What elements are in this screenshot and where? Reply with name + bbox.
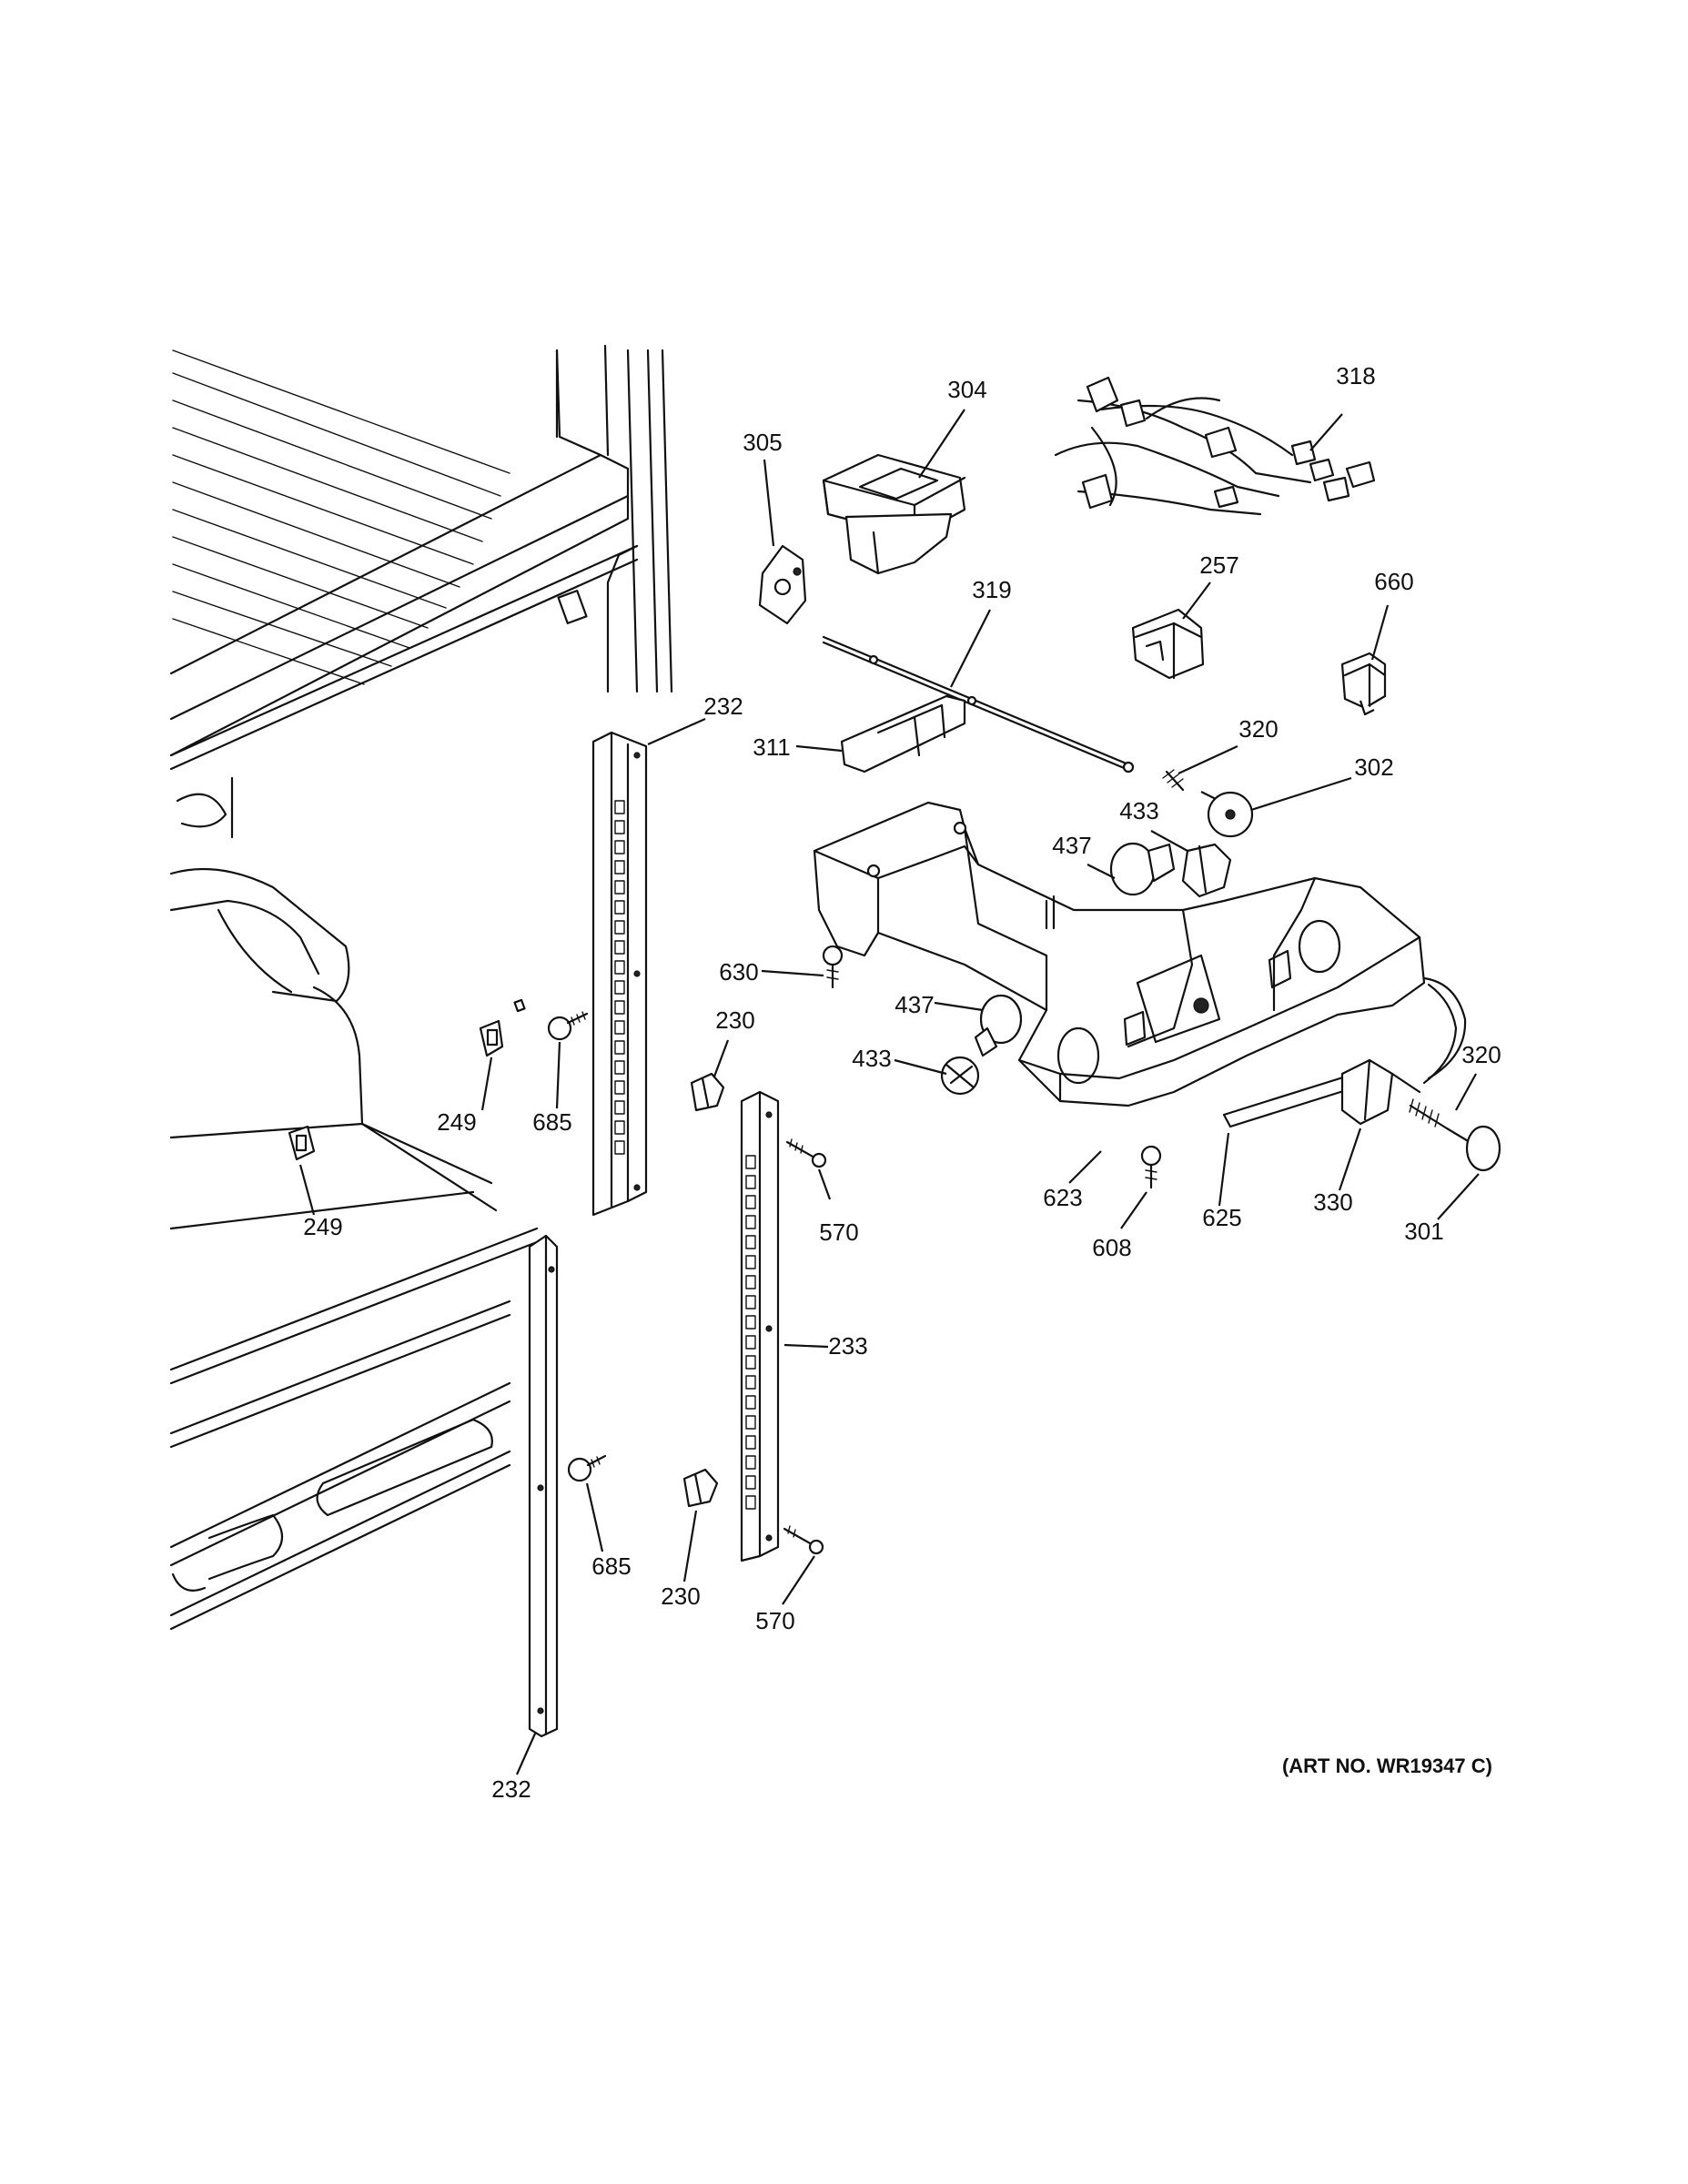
clip-249-upper [479, 998, 526, 1057]
callout-311: 311 [753, 733, 790, 761]
screw-570-upper [785, 1138, 827, 1168]
callout-433-upper: 433 [1119, 797, 1158, 824]
spring-320-lower [1409, 1098, 1449, 1130]
art-number: (ART NO. WR19347 C) [1282, 1754, 1492, 1777]
clip-249-lower [288, 1125, 316, 1161]
relay-660 [1340, 652, 1387, 716]
callout-230-lower: 230 [661, 1582, 700, 1610]
callout-257: 257 [1199, 551, 1238, 579]
callout-433-lower: 433 [852, 1045, 891, 1072]
callout-302: 302 [1354, 753, 1393, 781]
knob-301 [1445, 1125, 1501, 1172]
clip-230-lower [682, 1468, 719, 1508]
harness-318 [1054, 376, 1376, 516]
callout-570-upper: 570 [819, 1218, 858, 1246]
socket-433-lower [940, 1056, 980, 1096]
leader-lines [298, 409, 1480, 1775]
cabinet-interior [169, 344, 673, 1631]
screw-570-lower [783, 1525, 824, 1555]
callout-232-lower: 232 [491, 1775, 531, 1803]
callout-labels: 304 318 305 319 257 660 232 311 320 302 … [303, 362, 1501, 1803]
callout-320-upper: 320 [1238, 715, 1278, 743]
callout-305: 305 [743, 429, 782, 456]
callout-249-upper: 249 [437, 1108, 476, 1136]
screw-630 [822, 945, 844, 989]
bulb-437-lower [974, 994, 1023, 1057]
callout-623: 623 [1043, 1184, 1082, 1211]
callout-230-upper: 230 [715, 1006, 754, 1034]
spring-320-upper [1162, 769, 1185, 792]
callout-304: 304 [947, 376, 986, 403]
callout-249-lower: 249 [303, 1213, 342, 1240]
callout-630: 630 [719, 958, 758, 986]
callout-570-lower: 570 [755, 1607, 794, 1634]
callout-660: 660 [1374, 568, 1413, 595]
thermostat-330 [1340, 976, 1467, 1126]
socket-433-upper [1181, 843, 1232, 898]
knob-302 [1200, 791, 1254, 838]
bulb-437-upper [1109, 842, 1176, 896]
shroud-311 [840, 694, 966, 774]
callout-301: 301 [1404, 1218, 1443, 1245]
callout-608: 608 [1092, 1234, 1131, 1261]
callout-233: 233 [828, 1332, 867, 1360]
screw-685-upper [547, 1011, 589, 1041]
shelf-ribs [172, 349, 510, 685]
callout-318: 318 [1336, 362, 1375, 389]
control-housing-623 [813, 801, 1426, 1107]
callout-685-upper: 685 [532, 1108, 571, 1136]
callout-437-upper: 437 [1052, 832, 1091, 859]
screw-608 [1140, 1145, 1162, 1189]
rail-232-lower [528, 1234, 559, 1738]
callout-232-upper: 232 [703, 693, 743, 720]
callout-330: 330 [1313, 1188, 1352, 1216]
callout-625: 625 [1202, 1204, 1241, 1231]
callout-437-lower: 437 [895, 991, 934, 1018]
screw-685-lower [567, 1454, 607, 1482]
callout-685-lower: 685 [591, 1552, 631, 1580]
knob-305 [758, 544, 807, 625]
switch-257 [1131, 608, 1205, 680]
cable-319 [822, 635, 1135, 774]
rail-233 [740, 1090, 780, 1562]
cover-304 [822, 453, 966, 575]
rail-232-upper [591, 731, 648, 1217]
callout-320-lower: 320 [1461, 1041, 1501, 1068]
clip-230-upper [690, 1072, 725, 1112]
callout-319: 319 [972, 576, 1011, 603]
